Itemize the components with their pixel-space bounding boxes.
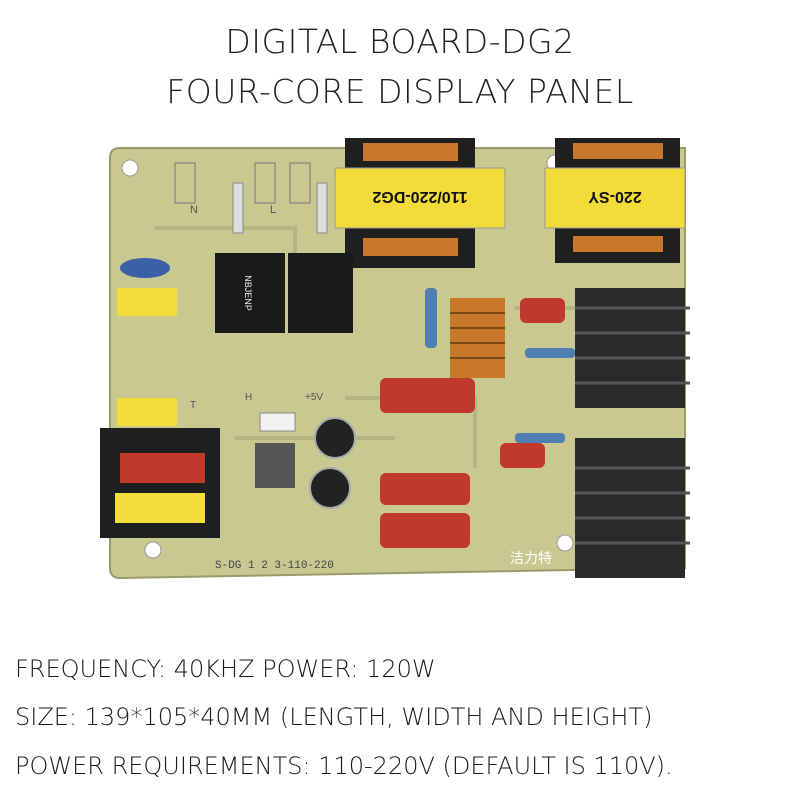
relay [288, 253, 353, 333]
circuit-board-photo: N L 110/220-DG2 220-SY NBJENP [100, 138, 690, 580]
silk-t: T [190, 400, 196, 411]
transformer-right-label: 220-SY [588, 188, 642, 205]
mount-hole [121, 159, 139, 177]
silk-l: L [270, 204, 276, 216]
silk-plus5v: +5V [305, 392, 323, 403]
transformer-left-label: 110/220-DG2 [372, 188, 467, 205]
red-capacitor [380, 378, 475, 413]
fuse-holder [174, 162, 196, 204]
resistor [515, 433, 565, 443]
electrolytic-capacitor [314, 417, 356, 459]
power-transformer [100, 428, 220, 538]
silk-bottom: S-DG 1 2 3-110-220 [215, 560, 334, 572]
voltage-regulator [255, 443, 295, 488]
film-capacitor [117, 398, 177, 426]
connector [259, 412, 296, 432]
electrolytic-capacitor [309, 467, 351, 509]
brand-mark: 洁力特 [510, 551, 552, 567]
resistor [425, 288, 437, 348]
red-capacitor [380, 473, 470, 505]
mount-hole [144, 541, 162, 559]
spec-size: SIZE: 139*105*40MM (LENGTH, WIDTH AND HE… [15, 703, 653, 731]
red-capacitor [380, 513, 470, 548]
ceramic-capacitor [120, 258, 170, 278]
spec-power-requirements: POWER REQUIREMENTS: 110-220V (DEFAULT IS… [15, 752, 673, 780]
inductor-coil [450, 298, 505, 378]
silk-h: H [245, 392, 252, 403]
fuse-holder [254, 162, 276, 204]
resistor [525, 348, 575, 358]
transformer-right: 220-SY [544, 138, 686, 263]
mount-hole [556, 534, 574, 552]
film-capacitor [117, 288, 177, 316]
fuse [232, 182, 244, 234]
page-title-line-1: DIGITAL BOARD-DG2 [225, 22, 575, 61]
relay-brand: NBJENP [243, 275, 253, 311]
relay: NBJENP [215, 253, 285, 333]
fuse [316, 182, 328, 234]
spec-frequency-power: FREQUENCY: 40KHZ POWER: 120W [15, 655, 436, 683]
red-capacitor [520, 298, 565, 323]
red-capacitor [500, 443, 545, 468]
transformer-left: 110/220-DG2 [334, 138, 506, 268]
silk-n: N [190, 204, 198, 216]
page-title-line-2: FOUR-CORE DISPLAY PANEL [166, 72, 634, 111]
fuse-holder [289, 162, 311, 204]
